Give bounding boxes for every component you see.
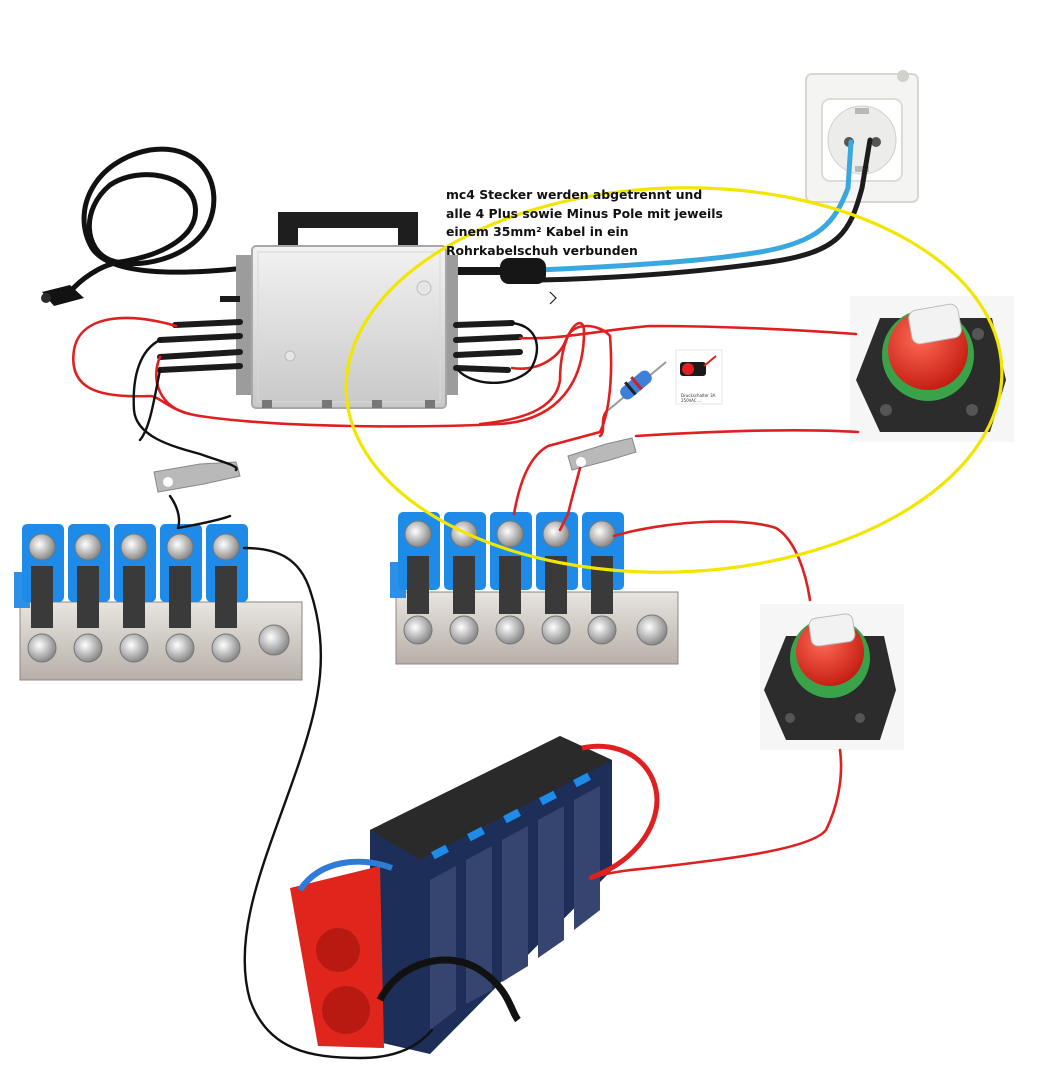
bms-fan-top bbox=[316, 928, 360, 972]
annotation-line-2: alle 4 Plus sowie Minus Pole mit jeweils bbox=[446, 205, 723, 221]
battery-top bbox=[370, 736, 612, 860]
ac-connector bbox=[500, 258, 546, 284]
inverter-led bbox=[416, 280, 432, 296]
chevron-right-icon bbox=[549, 291, 557, 305]
battery-cell-faces bbox=[430, 786, 600, 1030]
coiled-cable bbox=[68, 146, 246, 294]
resistor bbox=[605, 361, 667, 413]
positive-wires bbox=[71, 316, 860, 880]
earth-clip-top bbox=[855, 108, 869, 114]
battery-positive-lead bbox=[581, 743, 660, 881]
inverter-handle bbox=[278, 212, 418, 250]
busbar-left-bar bbox=[19, 601, 303, 681]
battery-pack bbox=[290, 736, 660, 1054]
socket-pin-right bbox=[871, 137, 881, 147]
ac-neutral-wire bbox=[537, 137, 873, 283]
annotation-line-3: einem 35mm² Kabel in ein bbox=[446, 224, 629, 239]
microinverter bbox=[157, 212, 523, 409]
earth-clip-bottom bbox=[855, 166, 869, 172]
battery-switch-main bbox=[850, 296, 1014, 442]
bms-blue-lead bbox=[297, 858, 394, 892]
dc-leads-left bbox=[157, 319, 243, 373]
cable-lug-left bbox=[153, 461, 241, 493]
negative-wires bbox=[132, 321, 539, 1060]
mc4-plug bbox=[41, 285, 84, 306]
wall-socket bbox=[805, 70, 919, 203]
busbar-left-links bbox=[31, 566, 237, 628]
battery-negative-lead bbox=[376, 956, 521, 1023]
bms-fan-bottom bbox=[322, 986, 370, 1034]
busbar-left bbox=[14, 524, 303, 681]
battery-switch-secondary bbox=[760, 604, 904, 750]
busbar-left-bolts bbox=[27, 533, 290, 663]
annotation-line-1: mc4 Stecker werden abgetrennt und bbox=[446, 187, 703, 202]
busbar-right-bolts bbox=[403, 520, 668, 646]
inverter-stub bbox=[220, 296, 240, 302]
annotation-line-4: Rohrkabelschuh verbunden bbox=[446, 242, 638, 258]
socket-screw bbox=[897, 70, 909, 82]
annotation-note: mc4 Stecker werden abgetrennt und alle 4… bbox=[446, 186, 736, 260]
battery-cell-caps bbox=[431, 772, 591, 860]
busbar-right-bar bbox=[395, 591, 679, 665]
push-button-label: Druckschalter 3A 250VAC ... bbox=[681, 393, 716, 403]
push-button bbox=[675, 349, 723, 405]
busbar-right-links bbox=[407, 556, 613, 614]
socket-recess bbox=[827, 105, 897, 175]
inverter-body bbox=[251, 245, 447, 409]
ac-live-wire bbox=[537, 139, 854, 273]
busbar-right bbox=[390, 512, 679, 665]
cable-lug-right bbox=[567, 437, 637, 471]
highlight-ellipse bbox=[344, 186, 1004, 574]
ac-cable bbox=[452, 137, 873, 284]
dc-leads-right bbox=[453, 320, 523, 373]
